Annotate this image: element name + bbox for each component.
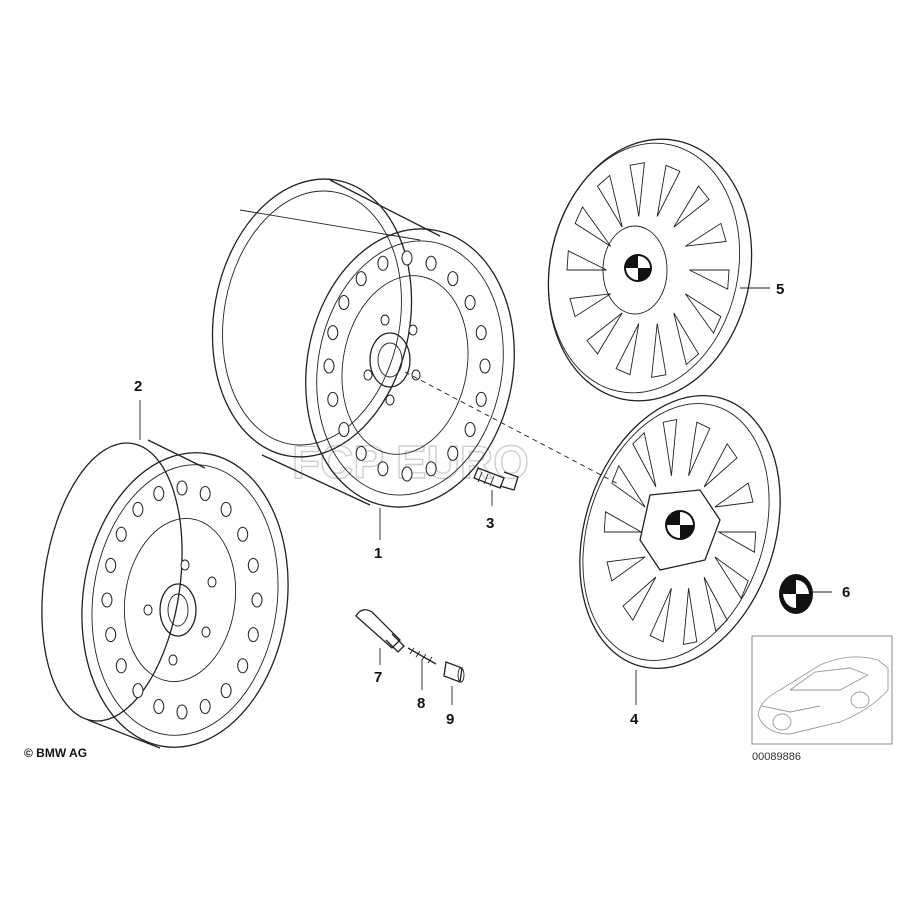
hubcap-slot bbox=[689, 269, 730, 290]
vent-hole bbox=[425, 461, 437, 477]
callout-9: 9 bbox=[446, 711, 454, 728]
tire-valve[interactable] bbox=[355, 609, 405, 653]
steel-wheel-rim-1[interactable] bbox=[191, 163, 536, 524]
vehicle-thumbnail bbox=[751, 635, 893, 745]
hubcap-slot bbox=[714, 556, 749, 600]
steel-wheel-rim-2[interactable] bbox=[25, 434, 306, 761]
vent-hole bbox=[475, 391, 487, 407]
vent-hole bbox=[464, 295, 476, 310]
hubcap-slot bbox=[606, 556, 646, 582]
vent-hole bbox=[251, 592, 263, 608]
valve-cap[interactable] bbox=[443, 661, 465, 683]
vent-hole bbox=[176, 480, 188, 496]
hubcap-slot bbox=[685, 222, 727, 247]
vent-hole bbox=[105, 627, 117, 643]
hub-cap-4[interactable] bbox=[546, 369, 813, 694]
hubcap-slot bbox=[682, 588, 698, 646]
vent-hole bbox=[132, 501, 144, 517]
vent-hole bbox=[475, 325, 487, 341]
vent-hole bbox=[199, 486, 211, 501]
vent-hole bbox=[447, 271, 459, 287]
watermark: FCP EURO bbox=[292, 436, 529, 488]
hubcap-slot bbox=[688, 421, 711, 476]
copyright-text: © BMW AG bbox=[24, 746, 87, 760]
vent-hole bbox=[176, 704, 188, 720]
hubcap-slot bbox=[656, 164, 681, 217]
callout-5: 5 bbox=[776, 281, 784, 298]
vent-hole bbox=[247, 627, 259, 643]
hubcap-slot bbox=[569, 293, 611, 318]
vent-hole bbox=[355, 445, 367, 461]
vent-hole bbox=[323, 358, 335, 374]
hubcap-slot bbox=[703, 443, 738, 488]
hubcap-slot bbox=[632, 431, 657, 488]
vent-hole bbox=[377, 255, 389, 271]
vent-hole bbox=[105, 557, 117, 573]
hubcap-slot bbox=[603, 511, 644, 533]
callout-1: 1 bbox=[374, 545, 382, 562]
vent-hole bbox=[464, 422, 476, 437]
valve-core[interactable] bbox=[407, 647, 437, 665]
vent-hole bbox=[153, 486, 165, 501]
callout-2: 2 bbox=[134, 378, 142, 395]
hubcap-slot bbox=[622, 576, 657, 621]
vent-hole bbox=[327, 325, 339, 341]
vent-hole bbox=[115, 526, 127, 542]
wheel-bolt[interactable] bbox=[473, 467, 519, 491]
vent-hole bbox=[338, 295, 350, 310]
hubcap-slot bbox=[673, 185, 710, 228]
vent-hole bbox=[220, 683, 232, 699]
hubcap-slot bbox=[649, 588, 672, 643]
vent-hole bbox=[338, 422, 350, 437]
callout-8: 8 bbox=[417, 695, 425, 712]
vent-hole bbox=[401, 250, 413, 266]
vent-hole bbox=[355, 271, 367, 287]
hubcap-slot bbox=[586, 312, 623, 355]
hubcap-slot bbox=[673, 312, 700, 366]
hubcap-slot bbox=[662, 418, 678, 476]
vent-hole bbox=[237, 526, 249, 542]
vent-hole bbox=[115, 658, 127, 674]
bmw-emblem[interactable] bbox=[779, 574, 813, 614]
callout-4: 4 bbox=[630, 711, 639, 728]
callout-7: 7 bbox=[374, 669, 382, 686]
hubcap-slot bbox=[684, 293, 722, 334]
hubcap-slot bbox=[611, 464, 646, 508]
vent-hole bbox=[401, 466, 413, 482]
vent-hole bbox=[132, 683, 144, 699]
diagram-code: 00089886 bbox=[752, 751, 801, 763]
vent-hole bbox=[425, 255, 437, 271]
vent-hole bbox=[153, 699, 165, 714]
callout-6: 6 bbox=[842, 584, 850, 601]
vent-hole bbox=[377, 461, 389, 477]
hub-cap-5[interactable] bbox=[525, 120, 776, 420]
vent-hole bbox=[199, 699, 211, 714]
hubcap-slot bbox=[596, 174, 623, 228]
hubcap-slot bbox=[629, 162, 645, 217]
vent-hole bbox=[220, 501, 232, 517]
vent-hole bbox=[447, 445, 459, 461]
hubcap-slot bbox=[651, 323, 667, 378]
callout-3: 3 bbox=[486, 515, 494, 532]
vent-hole bbox=[479, 358, 491, 374]
vent-hole bbox=[237, 658, 249, 674]
hubcap-slot bbox=[714, 482, 754, 508]
hubcap-slot bbox=[574, 206, 612, 247]
hubcap-slot bbox=[703, 576, 728, 633]
hubcap-slot bbox=[716, 531, 757, 553]
vent-hole bbox=[101, 592, 113, 608]
vent-hole bbox=[247, 557, 259, 573]
hubcap-slot bbox=[566, 250, 607, 271]
hubcap-slot bbox=[615, 323, 640, 376]
vent-hole bbox=[327, 391, 339, 407]
